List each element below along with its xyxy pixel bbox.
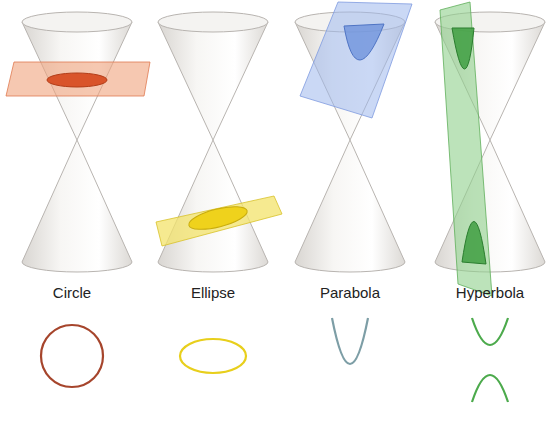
cutting-plane <box>440 2 492 296</box>
ellipse-curve <box>180 339 246 373</box>
ellipse-section <box>187 202 250 234</box>
double-cone <box>22 12 132 272</box>
hyperbola-section <box>462 221 486 264</box>
conic-name: Parabola <box>320 284 380 302</box>
circle-section <box>47 73 107 87</box>
cutting-plane <box>6 62 150 96</box>
cutting-plane <box>156 196 282 246</box>
hyperbola-curve <box>472 375 508 402</box>
parabola-section <box>344 24 384 60</box>
conic-name: Hyperbola <box>456 284 524 302</box>
hyperbola-curve <box>472 318 508 345</box>
conic-name: Ellipse <box>191 284 235 302</box>
hyperbola-section <box>452 28 474 69</box>
circle-curve <box>41 325 103 387</box>
parabola-curve <box>332 318 368 364</box>
cutting-plane <box>300 2 412 118</box>
conic-name: Circle <box>53 284 91 302</box>
